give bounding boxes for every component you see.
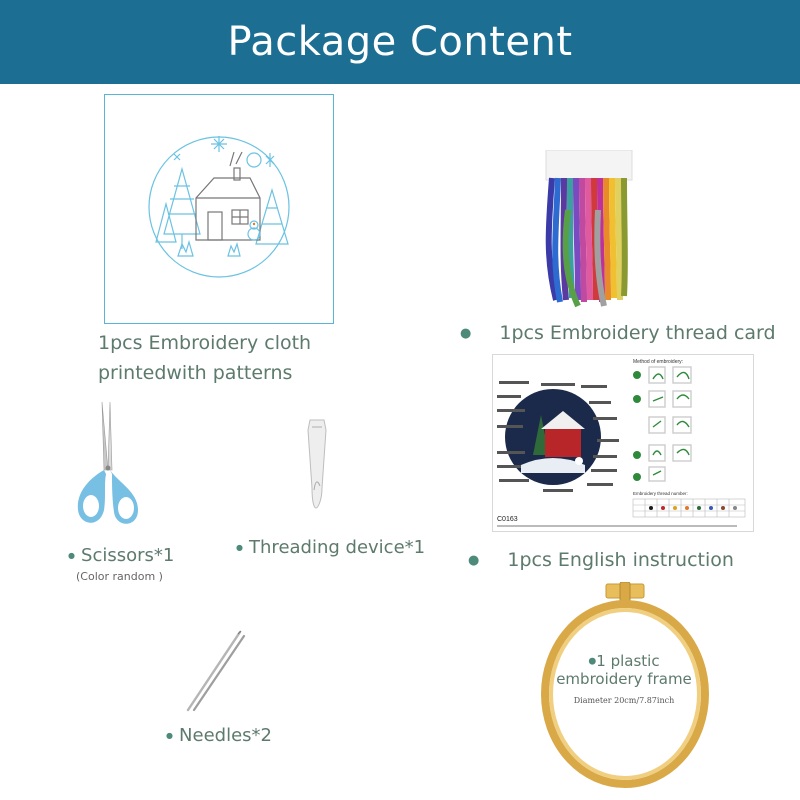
instruction-label: 1pcs English instruction (507, 549, 734, 571)
threader-label: Threading device*1 (249, 537, 426, 558)
bullet-dot-icon: ● (236, 543, 243, 552)
cloth-label: 1pcs Embroidery cloth printedwith patter… (98, 328, 311, 388)
scissors-icon (70, 400, 146, 530)
cloth-label-line1: 1pcs Embroidery cloth (98, 332, 312, 354)
scissors-label: Scissors*1 (81, 545, 175, 566)
instruction-label-row: ● 1pcs English instruction (468, 549, 734, 571)
instruction-image: Method of embroidery: Embroidery thread … (492, 354, 754, 532)
header-banner: Package Content (0, 0, 800, 84)
hoop-icon (540, 582, 710, 788)
hoop-label-line1: 1 plastic (596, 652, 660, 670)
thread-card-label: 1pcs Embroidery thread card (499, 322, 776, 344)
scissors-label-row: ● Scissors*1 (68, 544, 174, 566)
bullet-dot-icon: ● (468, 553, 480, 568)
hoop-diameter: Diameter 20cm/7.87inch (573, 696, 675, 705)
instruction-code: C0163 (497, 516, 518, 523)
needles-label-row: ● Needles*2 (166, 724, 272, 746)
instruction-colors-heading: Embroidery thread number: (633, 491, 688, 496)
needles-icon (182, 628, 246, 714)
threader-icon (302, 418, 332, 510)
scissors-note: (Color random ) (76, 570, 163, 583)
needles-label: Needles*2 (179, 725, 272, 746)
instruction-heading: Method of embroidery: (633, 359, 683, 365)
bullet-dot-icon: ● (68, 551, 75, 560)
thread-card-label-row: ● 1pcs Embroidery thread card (460, 322, 776, 344)
cloth-image (104, 94, 334, 324)
threader-label-row: ● Threading device*1 (236, 536, 425, 558)
hoop-label: ●1 plastic embroidery frame Diameter 20c… (552, 652, 696, 705)
thread-card-image (538, 150, 638, 310)
bullet-dot-icon: ● (588, 656, 597, 667)
bullet-dot-icon: ● (460, 326, 472, 341)
bullet-dot-icon: ● (166, 731, 173, 740)
hoop-label-line2: embroidery frame (556, 670, 692, 688)
cloth-label-line2: printedwith patterns (98, 362, 293, 384)
page-title: Package Content (227, 19, 573, 65)
